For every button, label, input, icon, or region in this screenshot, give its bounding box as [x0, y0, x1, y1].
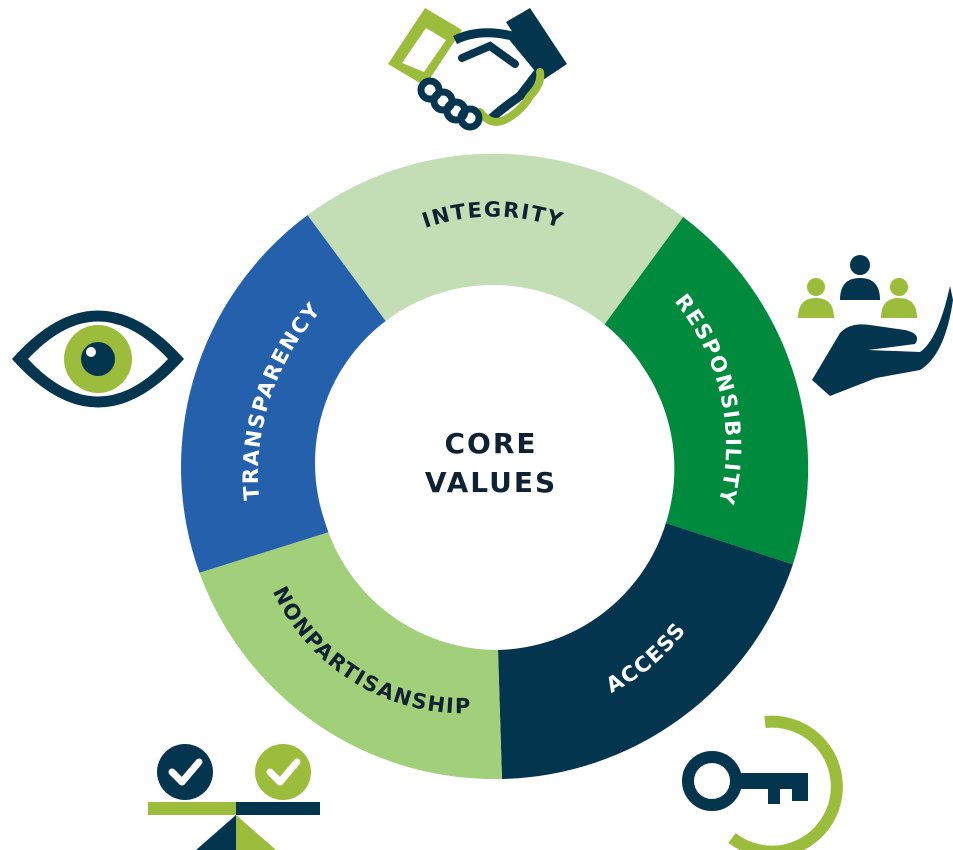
segment-transparency [181, 215, 389, 573]
key-icon [682, 715, 843, 850]
ring [181, 153, 809, 780]
segment-access [498, 523, 793, 779]
segment-nonpartisanship [199, 532, 502, 780]
balance-scale-checkmarks-icon [148, 744, 320, 850]
hand-holding-people-icon [798, 255, 953, 396]
segment-responsibility [603, 217, 809, 565]
center-title-line2: VALUES [425, 466, 557, 499]
center-title-line1: CORE [444, 427, 537, 460]
center-circle [315, 285, 671, 641]
handshake-icon [388, 8, 567, 131]
eye-icon [12, 310, 184, 408]
segment-integrity [307, 153, 684, 326]
